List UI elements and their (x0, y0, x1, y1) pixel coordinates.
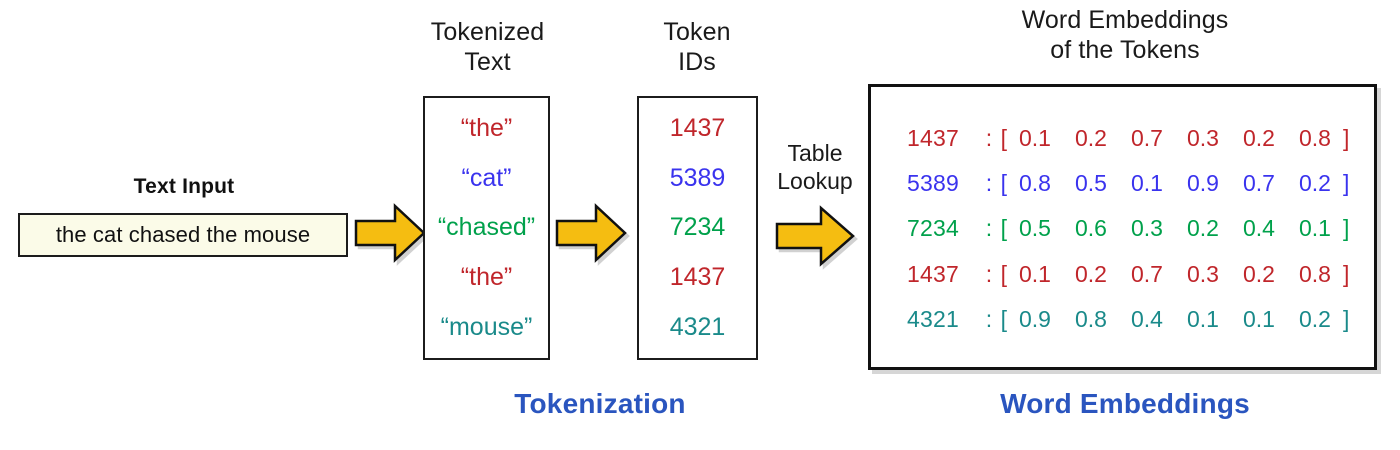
tokenized-text-header: Tokenized Text (400, 18, 575, 77)
embedding-row: 7234 : [ 0.5 0.6 0.3 0.2 0.4 0.1 ] (885, 217, 1360, 240)
embedding-row-id: 1437 (907, 260, 959, 287)
embedding-value: 0.7 (1131, 125, 1163, 152)
text-input-box[interactable]: the cat chased the mouse (18, 213, 348, 257)
arrow-input-to-tokenized (354, 203, 426, 263)
embedding-row-id: 7234 (907, 215, 959, 242)
embedding-value: 0.2 (1075, 125, 1107, 152)
embedding-value: 0.1 (1243, 305, 1275, 332)
tokenized-header-line1: Tokenized (430, 18, 545, 46)
token-id-item: 1437 (669, 263, 726, 292)
tokenized-header-line2: Text (464, 47, 511, 76)
embedding-value: 0.8 (1299, 125, 1331, 152)
table-lookup-label: Table Lookup (772, 140, 858, 195)
embedding-value: 0.9 (1187, 170, 1219, 197)
embedding-value: 0.5 (1075, 170, 1107, 197)
embedding-row-id: 5389 (907, 170, 959, 197)
embedding-value: 0.1 (1187, 305, 1219, 332)
embedding-value: 0.3 (1131, 215, 1163, 242)
embedding-value: 0.2 (1243, 125, 1275, 152)
embedding-value: 0.8 (1299, 260, 1331, 287)
table-lookup-line1: Table (787, 140, 843, 166)
token-item: “chased” (437, 213, 536, 242)
word-embeddings-box: 1437 : [ 0.1 0.2 0.7 0.3 0.2 0.8 ] 5389 … (868, 84, 1377, 370)
embedding-value: 0.8 (1019, 170, 1051, 197)
token-item: “cat” (461, 163, 512, 192)
token-item: “the” (460, 263, 513, 292)
embedding-colon: : (985, 170, 993, 197)
embedding-close-bracket: ] (1343, 215, 1350, 242)
token-ids-header: Token IDs (622, 18, 772, 77)
embedding-value: 0.8 (1075, 305, 1107, 332)
embedding-row-id: 4321 (907, 305, 959, 332)
embedding-value: 0.3 (1187, 260, 1219, 287)
embedding-open-bracket: [ (1000, 170, 1007, 197)
tokenized-text-box: “the” “cat” “chased” “the” “mouse” (423, 96, 550, 360)
token-id-item: 4321 (669, 312, 726, 341)
embedding-colon: : (985, 305, 993, 332)
token-id-item: 5389 (669, 163, 726, 192)
embedding-close-bracket: ] (1343, 305, 1350, 332)
embedding-row: 4321 : [ 0.9 0.8 0.4 0.1 0.1 0.2 ] (885, 305, 1360, 332)
embedding-open-bracket: [ (1000, 125, 1007, 152)
token-ids-box: 1437 5389 7234 1437 4321 (637, 96, 758, 360)
embedding-value: 0.1 (1131, 170, 1163, 197)
embedding-value: 0.2 (1299, 305, 1331, 332)
token-ids-header-line1: Token (663, 18, 731, 46)
embedding-value: 0.7 (1243, 170, 1275, 197)
embedding-row: 1437 : [ 0.1 0.2 0.7 0.3 0.2 0.8 ] (885, 127, 1360, 150)
embedding-value: 0.3 (1187, 125, 1219, 152)
embedding-value: 0.2 (1243, 260, 1275, 287)
word-embeddings-header-line1: Word Embeddings (1021, 6, 1229, 34)
embedding-close-bracket: ] (1343, 170, 1350, 197)
embedding-value: 0.6 (1075, 215, 1107, 242)
token-item: “mouse” (440, 312, 533, 341)
token-id-item: 7234 (669, 213, 726, 242)
embedding-open-bracket: [ (1000, 260, 1007, 287)
embedding-colon: : (985, 260, 993, 287)
word-embeddings-header-line2: of the Tokens (1050, 35, 1200, 64)
arrow-tokenized-to-ids (555, 203, 627, 263)
text-input-label: Text Input (133, 175, 235, 198)
embedding-row: 5389 : [ 0.8 0.5 0.1 0.9 0.7 0.2 ] (885, 172, 1360, 195)
embedding-row-id: 1437 (907, 125, 959, 152)
embedding-value: 0.4 (1243, 215, 1275, 242)
token-id-item: 1437 (669, 114, 726, 143)
embedding-value: 0.2 (1187, 215, 1219, 242)
embedding-value: 0.5 (1019, 215, 1051, 242)
embedding-row: 1437 : [ 0.1 0.2 0.7 0.3 0.2 0.8 ] (885, 260, 1360, 287)
caption-tokenization: Tokenization (514, 388, 686, 419)
embedding-value: 0.4 (1131, 305, 1163, 332)
embedding-colon: : (985, 125, 993, 152)
embedding-value: 0.2 (1075, 260, 1107, 287)
token-ids-header-line2: IDs (678, 47, 716, 76)
embedding-open-bracket: [ (1000, 215, 1007, 242)
embedding-open-bracket: [ (1000, 305, 1007, 332)
token-item: “the” (460, 114, 513, 143)
word-embeddings-header: Word Embeddings of the Tokens (935, 6, 1315, 65)
embedding-value: 0.1 (1019, 260, 1051, 287)
text-input-value: the cat chased the mouse (55, 222, 311, 247)
embedding-close-bracket: ] (1343, 260, 1350, 287)
embedding-value: 0.1 (1019, 125, 1051, 152)
embedding-close-bracket: ] (1343, 125, 1350, 152)
embedding-colon: : (985, 215, 993, 242)
embedding-value: 0.9 (1019, 305, 1051, 332)
embedding-value: 0.7 (1131, 260, 1163, 287)
embedding-value: 0.1 (1299, 215, 1331, 242)
embedding-value: 0.2 (1299, 170, 1331, 197)
table-lookup-line2: Lookup (777, 167, 853, 194)
caption-word-embeddings: Word Embeddings (1000, 388, 1250, 419)
arrow-ids-to-embeddings (775, 205, 855, 267)
